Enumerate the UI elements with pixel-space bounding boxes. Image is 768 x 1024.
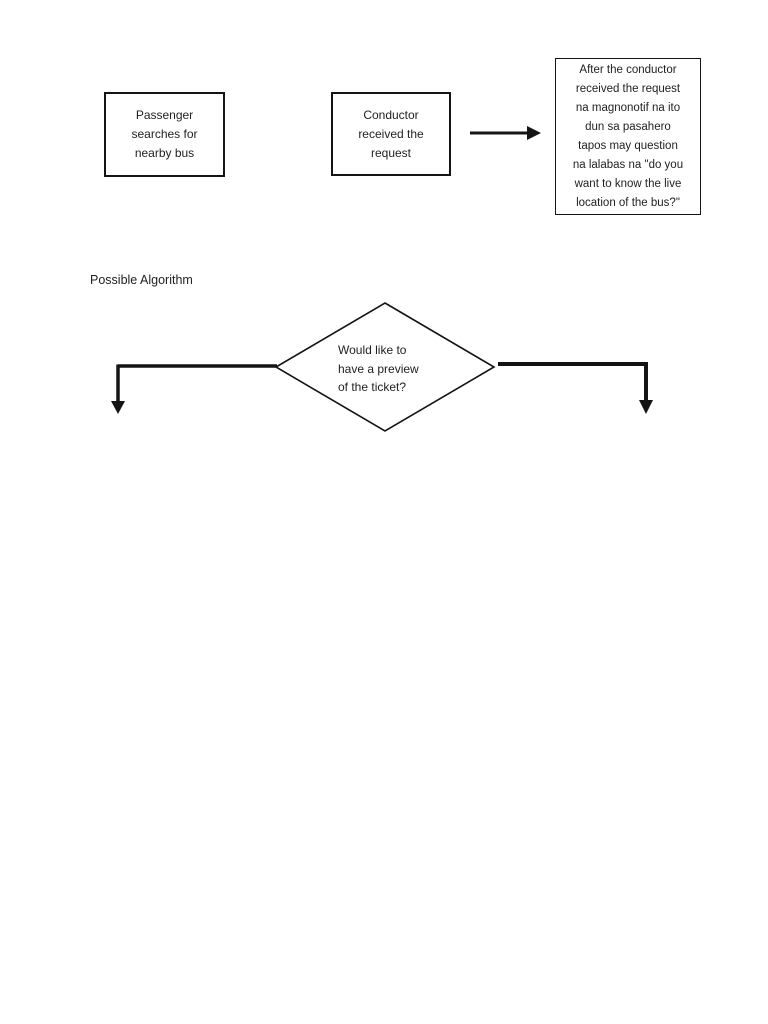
- section-label-possible-algorithm: Possible Algorithm: [90, 273, 193, 287]
- process-box-passenger-search: Passenger searches for nearby bus: [104, 92, 225, 177]
- branch-arrow-right-down: [498, 362, 653, 414]
- right-arrow-connector: [470, 126, 541, 140]
- process-box-conductor-received: Conductor received the request: [331, 92, 451, 176]
- decision-question-text: Would like to have a preview of the tick…: [338, 343, 419, 394]
- branch-arrow-left-down: [111, 364, 277, 414]
- decision-diamond-shape: [274, 302, 496, 432]
- process-box-notify-passenger: After the conductor received the request…: [555, 58, 701, 215]
